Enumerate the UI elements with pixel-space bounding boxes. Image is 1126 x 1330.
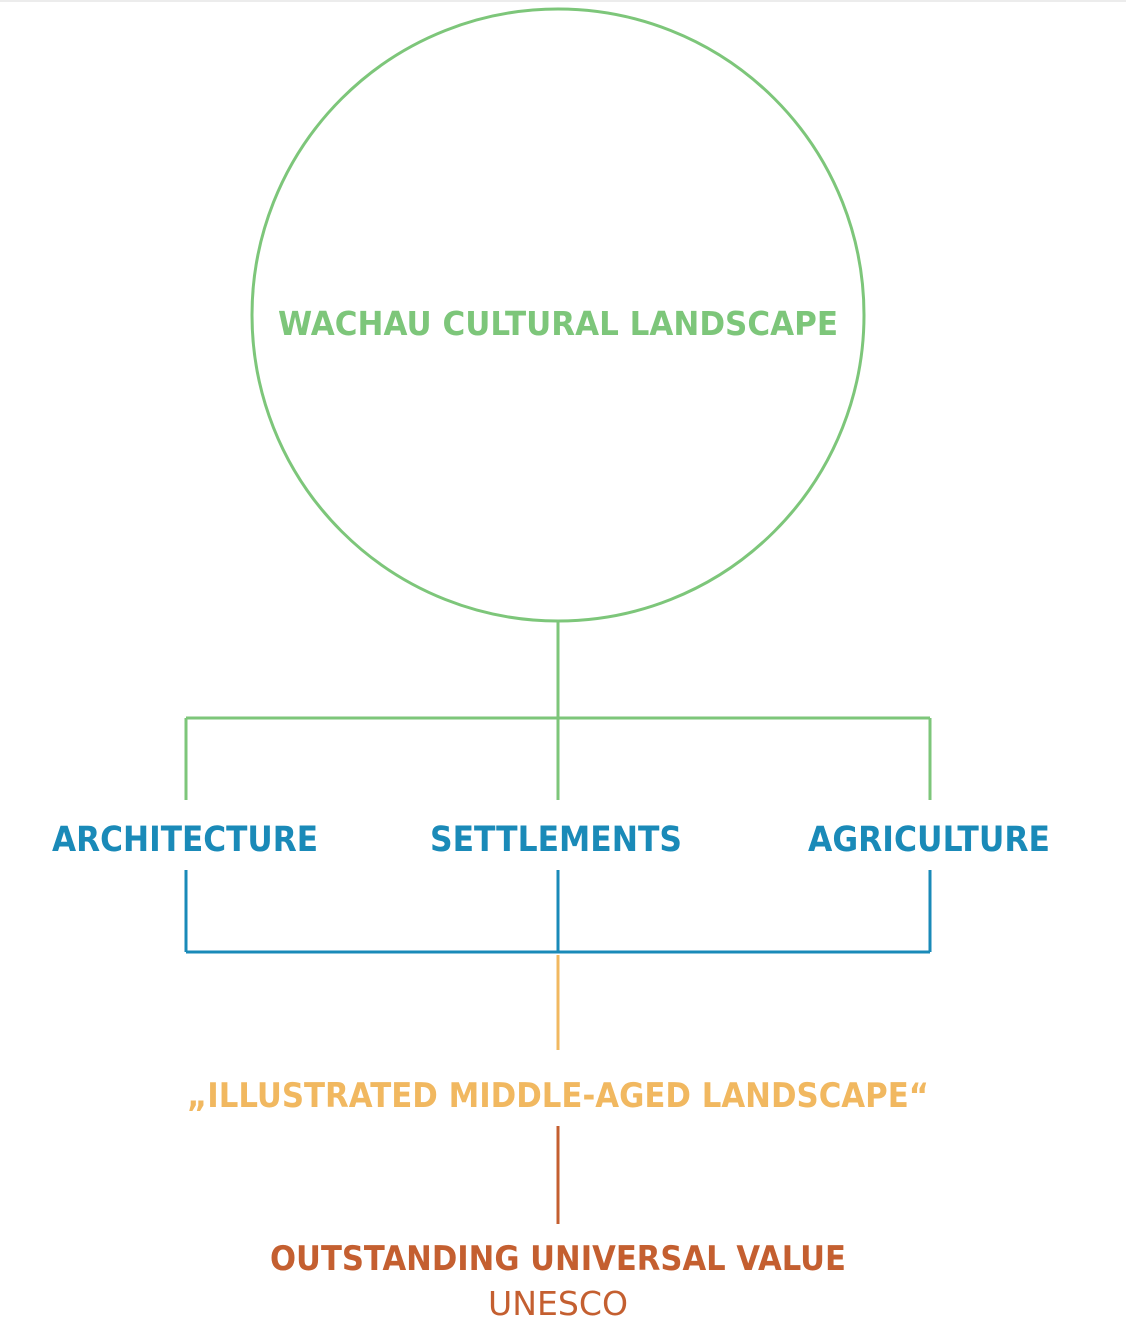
blue-connector bbox=[184, 870, 932, 954]
outcome-sublabel: UNESCO bbox=[488, 1284, 628, 1323]
synthesis-label: „ILLUSTRATED MIDDLE-AGED LANDSCAPE“ bbox=[187, 1076, 929, 1116]
outcome-label: OUTSTANDING UNIVERSAL VALUE bbox=[270, 1239, 846, 1279]
pillar-agriculture: AGRICULTURE bbox=[808, 820, 1050, 860]
pillar-settlements: SETTLEMENTS bbox=[430, 820, 682, 860]
green-connector bbox=[184, 621, 932, 800]
root-label: WACHAU CULTURAL LANDSCAPE bbox=[278, 304, 838, 343]
top-border bbox=[0, 0, 1126, 2]
pillar-architecture: ARCHITECTURE bbox=[52, 820, 318, 860]
